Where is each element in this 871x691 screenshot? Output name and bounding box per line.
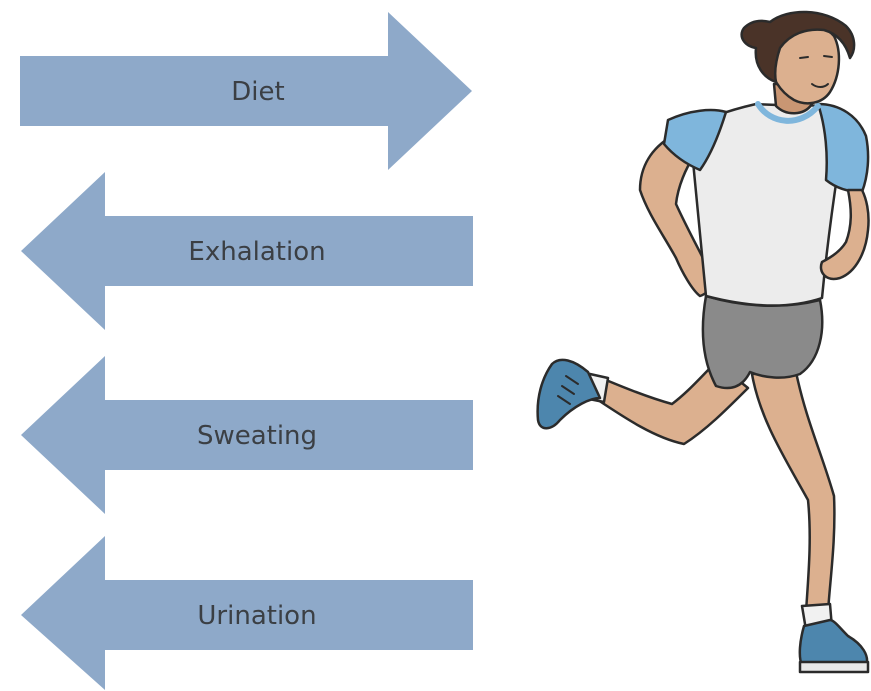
front-sleeve (818, 104, 868, 192)
eye-left (800, 57, 808, 58)
urination-arrow: Urination (21, 536, 473, 690)
sweating-arrow-label: Sweating (197, 421, 317, 451)
diet-arrow: Diet (20, 12, 472, 170)
exhalation-arrow: Exhalation (21, 172, 473, 330)
running-woman-illustration (538, 12, 869, 672)
front-shoe (800, 620, 867, 666)
front-shoe-sole (800, 662, 868, 672)
front-leg (752, 372, 834, 612)
back-shoe (538, 360, 600, 428)
urination-arrow-label: Urination (197, 601, 316, 631)
exhalation-arrow-label: Exhalation (188, 237, 325, 267)
diet-arrow-label: Diet (231, 77, 284, 107)
eye-right (824, 56, 832, 57)
sweating-arrow: Sweating (21, 356, 473, 514)
shorts (703, 296, 822, 388)
